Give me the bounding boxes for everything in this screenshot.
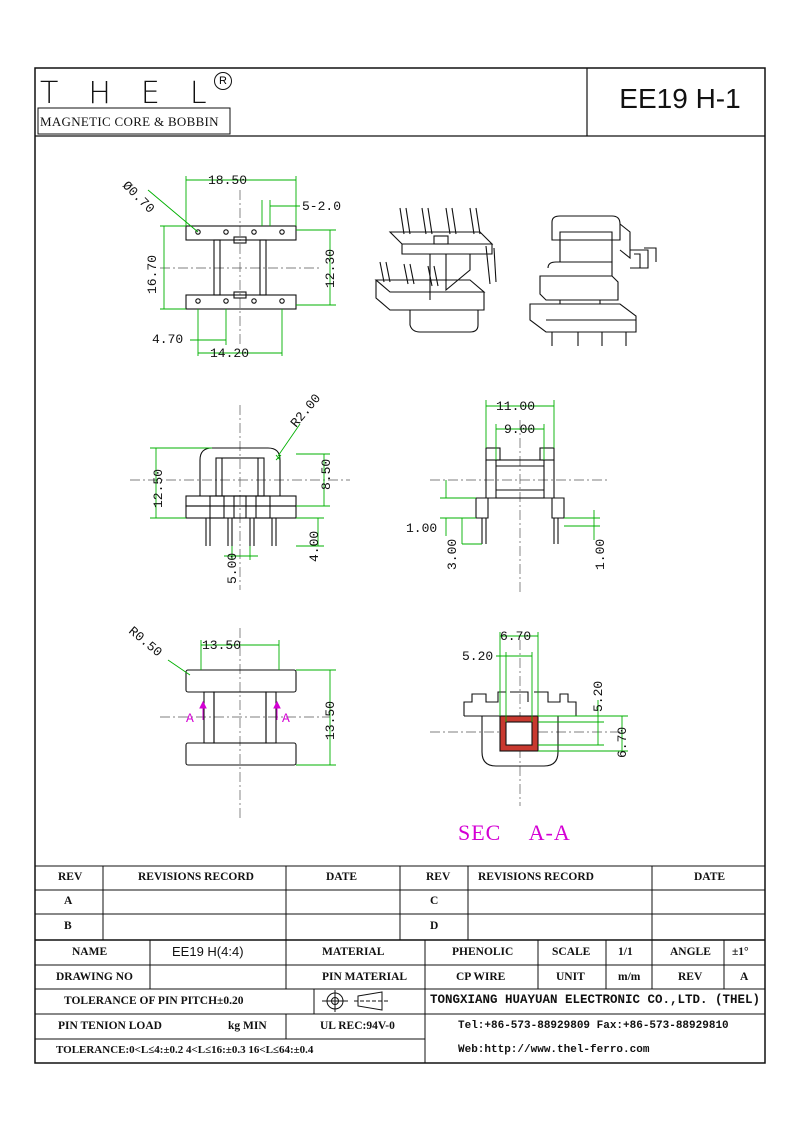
website: Web:http://www.thel-ferro.com [458, 1044, 650, 1056]
dim-front-pin-len: 4.00 [307, 531, 322, 562]
dim-front-upper: 8.50 [319, 459, 334, 490]
angle-value: ±1° [732, 946, 749, 958]
dim-side-outer: 11.00 [496, 399, 535, 414]
title-block-grid [35, 865, 765, 1063]
rev-row-d: D [430, 920, 439, 932]
rev-header-right: REV [426, 871, 451, 883]
top-view [160, 190, 320, 345]
unit-label: UNIT [556, 971, 585, 983]
scale-value: 1/1 [618, 946, 633, 958]
registered-mark: R [214, 72, 232, 90]
dim-side-inner: 9.00 [504, 422, 535, 437]
bottom-view [160, 628, 330, 818]
material-value: PHENOLIC [452, 946, 514, 958]
section-marker-right: A [282, 711, 290, 726]
dim-top-hole: Ø0.70 [119, 178, 157, 216]
bottom-view-dimensions [167, 640, 336, 766]
rev-value: A [740, 971, 749, 983]
rev-row-a: A [64, 895, 73, 907]
pin-tension-label: PIN TENION LOAD [58, 1020, 162, 1032]
dim-bottom-height: 13.50 [323, 701, 338, 740]
dim-top-offset: 4.70 [152, 332, 183, 347]
rev-row-b: B [64, 920, 72, 932]
dim-top-span: 14.20 [210, 346, 249, 361]
scale-label: SCALE [552, 946, 591, 958]
section-markers [199, 700, 281, 720]
company-name: TONGXIANG HUAYUAN ELECTRONIC CO.,LTD. (T… [430, 993, 761, 1007]
pin-material-label: PIN MATERIAL [322, 971, 408, 983]
contact-info: Tel:+86-573-88929809 Fax:+86-573-8892981… [458, 1020, 729, 1032]
ul-rating: UL REC:94V-0 [320, 1020, 395, 1032]
dim-front-pin-pitch: 5.00 [225, 553, 240, 584]
rev-record-header: REVISIONS RECORD [138, 871, 254, 883]
rev-header: REV [58, 871, 83, 883]
dim-top-pitch: 5-2.0 [302, 199, 341, 214]
date-header-right: DATE [694, 871, 726, 883]
dim-section-inner: 5.20 [462, 649, 493, 664]
sheet-border [34, 67, 766, 1064]
dim-section-outer: 6.70 [500, 629, 531, 644]
dim-top-height: 16.70 [145, 255, 160, 294]
dim-side-pin-a: 3.00 [445, 539, 460, 570]
tolerance-table: TOLERANCE:0<L≤4:±0.2 4<L≤16:±0.3 16<L≤64… [56, 1044, 314, 1056]
section-view [430, 640, 620, 806]
section-view-dimensions [496, 632, 628, 752]
name-label: NAME [72, 946, 108, 958]
rev-label: REV [678, 971, 703, 983]
side-view [430, 420, 610, 592]
rev-record-header-right: REVISIONS RECORD [478, 871, 594, 883]
material-label: MATERIAL [322, 946, 385, 958]
dim-side-flange: 1.00 [406, 521, 437, 536]
dim-top-width: 18.50 [208, 173, 247, 188]
side-view-dimensions [440, 400, 600, 545]
dim-bottom-width: 13.50 [202, 638, 241, 653]
dim-front-total-height: 12.50 [151, 469, 166, 508]
isometric-view-pins-up [374, 207, 497, 333]
isometric-view-pins-down [529, 215, 657, 346]
front-view-dimensions [150, 423, 330, 560]
pin-tension-unit: kg MIN [228, 1020, 267, 1032]
tolerance-pin-pitch: TOLERANCE OF PIN PITCH±0.20 [64, 995, 244, 1007]
brand-logo: THEL [40, 76, 237, 111]
front-view [130, 405, 350, 590]
dim-top-inner: 12.30 [323, 249, 338, 288]
dim-side-pin-b: 1.00 [593, 539, 608, 570]
projection-symbol-icon [322, 990, 390, 1012]
name-value: EE19 H(4:4) [172, 944, 244, 959]
pin-material-value: CP WIRE [456, 971, 506, 983]
dim-bottom-radius: R0.50 [125, 624, 165, 661]
date-header: DATE [326, 871, 358, 883]
model-title: EE19 H-1 [619, 83, 741, 114]
top-view-dimensions [147, 176, 336, 356]
dim-front-radius: R2.00 [288, 391, 325, 431]
dim-section-inner-v: 5.20 [591, 681, 606, 712]
section-marker-left: A [186, 711, 194, 726]
angle-label: ANGLE [670, 946, 711, 958]
unit-value: m/m [618, 971, 641, 983]
dim-section-outer-v: 6.70 [615, 727, 630, 758]
rev-row-c: C [430, 895, 439, 907]
section-label: SEC A-A [458, 820, 571, 845]
drawing-no-label: DRAWING NO [56, 971, 133, 983]
brand-subtitle: MAGNETIC CORE & BOBBIN [40, 114, 219, 129]
